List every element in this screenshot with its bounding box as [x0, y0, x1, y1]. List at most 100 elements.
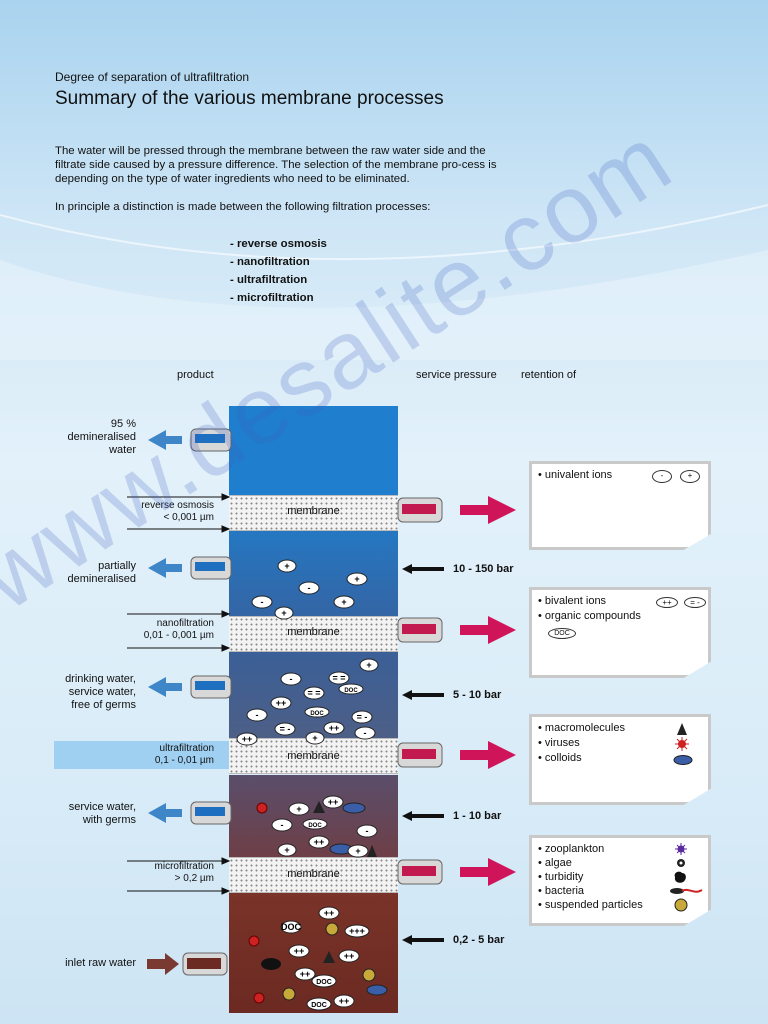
pressure-label-nanofiltration: 5 - 10 bar [453, 689, 502, 701]
process-item: - microfiltration [230, 292, 314, 304]
stage-name: nanofiltration [156, 618, 214, 629]
page-subtitle: Degree of separation of ultrafiltration [55, 70, 250, 84]
retention-item: • suspended particles [538, 898, 702, 912]
svg-text:++: ++ [328, 797, 339, 807]
svg-text:DOC: DOC [344, 688, 358, 694]
svg-text:= -: = - [357, 712, 368, 722]
retention-item: • univalent ions - + [538, 468, 702, 483]
turbidity-icon [674, 871, 686, 883]
svg-text:DOC: DOC [316, 979, 332, 986]
pressure-label-reverse-osmosis: 10 - 150 bar [453, 563, 514, 575]
svg-text:DOC: DOC [281, 922, 302, 932]
virus-icon [675, 737, 689, 751]
bivalent-positive-ion-icon: ++ [656, 597, 678, 608]
header-retention: retention of [521, 369, 577, 381]
svg-text:-: - [256, 710, 259, 720]
retention-item: • zooplankton [538, 842, 702, 856]
svg-text:++: ++ [276, 698, 287, 708]
pressure-label-ultrafiltration: 1 - 10 bar [453, 810, 502, 822]
retention-box-microfiltration: • zooplankton • algae • turbidity • bact… [529, 835, 711, 926]
svg-text:+: + [312, 733, 317, 743]
membrane-reverse-osmosis: membrane [229, 495, 398, 531]
ultrafiltration-highlight [54, 741, 229, 769]
stage-name: microfiltration [154, 861, 214, 872]
svg-text:-: - [364, 728, 367, 738]
svg-text:-: - [366, 826, 369, 836]
membrane-microfiltration: membrane [229, 857, 398, 893]
svg-text:+: + [296, 804, 301, 814]
svg-text:+: + [284, 845, 289, 855]
univalent-positive-ion-icon: + [680, 470, 700, 483]
retention-box-nanofiltration: • bivalent ions ++ = - • organic compoun… [529, 587, 711, 678]
background-wave [0, 204, 768, 360]
suspended-particle-icon [674, 898, 688, 912]
retention-item: • viruses [538, 736, 702, 751]
stage-name: reverse osmosis [141, 500, 214, 511]
univalent-negative-ion-icon: - [652, 470, 672, 483]
zooplankton-icon [675, 843, 687, 855]
membrane-label: membrane [287, 868, 340, 880]
page-title: Summary of the various membrane processe… [55, 88, 444, 109]
retention-item: • algae [538, 856, 702, 870]
stage-label-nanofiltration: nanofiltration 0,01 - 0,001 µm [144, 618, 214, 642]
svg-text:++: ++ [242, 734, 253, 744]
product-label-demineralised: 95 % demineralised water [67, 418, 136, 456]
membrane-label: membrane [287, 750, 340, 762]
svg-text:DOC: DOC [311, 1002, 327, 1009]
retention-item: • turbidity [538, 870, 702, 884]
product-label-drinking-water: drinking water, service water, free of g… [65, 673, 136, 711]
retention-item: • bacteria [538, 884, 703, 898]
header-product: product [177, 369, 214, 381]
svg-text:DOC: DOC [308, 823, 322, 829]
svg-text:-: - [290, 674, 293, 684]
stage-size: 0,1 - 0,01 µm [154, 755, 214, 766]
process-list: - reverse osmosis - nanofiltration - ult… [230, 235, 327, 307]
product-label-service-water: service water, with germs [68, 801, 136, 826]
retention-item-text: • bivalent ions [538, 595, 607, 607]
retention-item-text: • univalent ions [538, 469, 613, 481]
stage-name: ultrafiltration [159, 743, 214, 754]
svg-text:-: - [308, 583, 311, 593]
svg-text:++: ++ [339, 996, 350, 1006]
algae-icon [677, 859, 685, 867]
retention-item: • colloids [538, 751, 702, 766]
stage-size: 0,01 - 0,001 µm [143, 630, 214, 641]
stage-label-ultrafiltration: ultrafiltration 0,1 - 0,01 µm [155, 743, 214, 767]
retention-item: • macromolecules [538, 721, 702, 736]
membrane-label: membrane [287, 505, 340, 517]
stage-label-reverse-osmosis: reverse osmosis < 0,001 µm [141, 500, 214, 524]
intro-text: The water will be pressed through the me… [55, 144, 505, 228]
process-item: - ultrafiltration [230, 274, 308, 286]
concentrate-outlets [397, 496, 516, 886]
svg-text:++: ++ [344, 951, 355, 961]
svg-text:+: + [366, 660, 371, 670]
product-label-partially-demineralised: partially demineralised [67, 560, 136, 585]
header-service-pressure: service pressure [416, 369, 497, 381]
svg-text:-: - [281, 820, 284, 830]
svg-text:+: + [341, 597, 346, 607]
retention-box-ultrafiltration: • macromolecules • viruses • colloids [529, 714, 711, 805]
svg-text:-: - [261, 597, 264, 607]
retention-item: • bivalent ions ++ = - [538, 594, 706, 609]
svg-text:++: ++ [314, 837, 325, 847]
svg-text:+++: +++ [349, 926, 365, 936]
stage-label-microfiltration: microfiltration > 0,2 µm [155, 861, 214, 885]
svg-text:DOC: DOC [310, 711, 324, 717]
retention-item-text: • bacteria [538, 885, 585, 897]
retention-item: DOC [538, 624, 702, 639]
retention-item: • organic compounds [538, 609, 702, 624]
process-item: - reverse osmosis [230, 238, 327, 250]
svg-text:= =: = = [307, 688, 320, 698]
retention-item-text: • macromolecules [538, 722, 625, 734]
colloid-icon [673, 755, 693, 765]
process-item: - nanofiltration [230, 256, 310, 268]
doc-icon: DOC [548, 628, 576, 639]
macromolecule-icon [677, 723, 687, 735]
retention-item-text: • zooplankton [538, 843, 605, 855]
retention-item-text: • algae [538, 857, 572, 869]
inlet-arrow [147, 952, 228, 976]
stage-size: < 0,001 µm [163, 512, 214, 523]
membrane-label: membrane [287, 626, 340, 638]
retention-item-text: • viruses [538, 737, 580, 749]
membrane-nanofiltration: membrane [229, 616, 398, 652]
